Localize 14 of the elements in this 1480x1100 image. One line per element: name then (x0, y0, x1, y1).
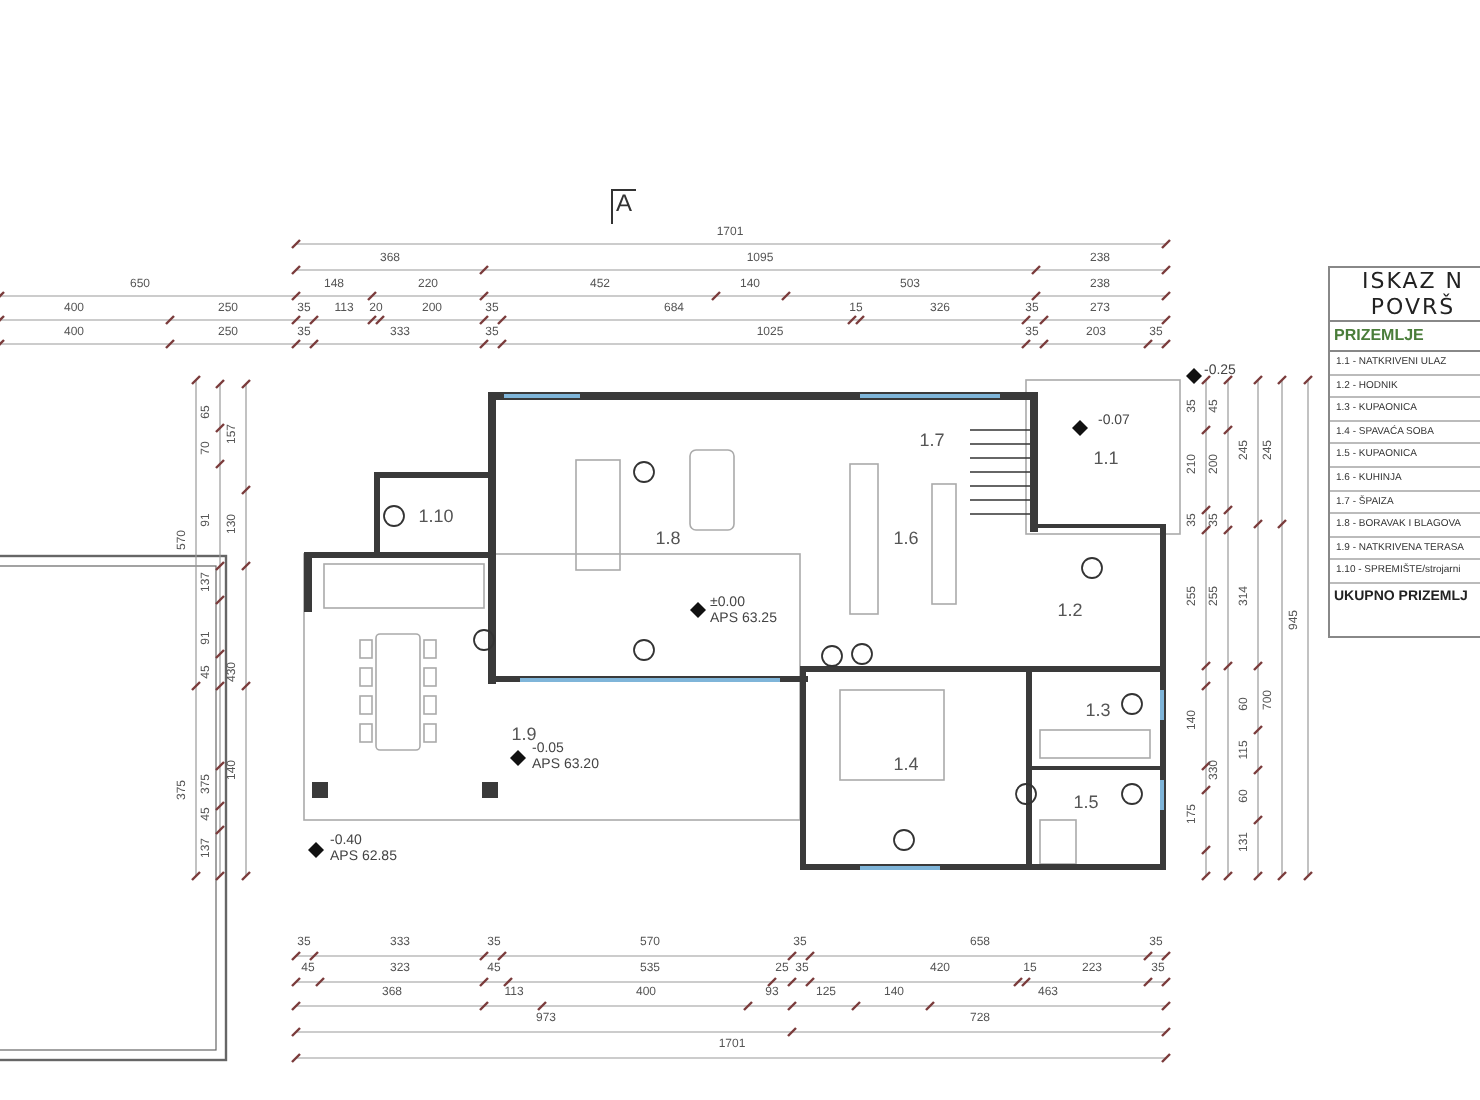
room-number: 1.5 (1073, 792, 1099, 812)
room-number: 1.2 (1057, 600, 1083, 620)
room-number: 1.8 (655, 528, 681, 548)
room-number: 1.7 (919, 430, 945, 450)
room-number: 1.4 (893, 754, 919, 774)
room-number: 1.9 (511, 724, 537, 744)
room-number: 1.10 (418, 506, 454, 526)
room-number: 1.3 (1085, 700, 1111, 720)
table-title: ISKAZ N (1359, 268, 1467, 294)
table-title: POVRŠ (1368, 294, 1458, 320)
section-letter: A (616, 191, 632, 217)
room-number: 1.6 (893, 528, 919, 548)
table-heading: PRIZEMLJE (1330, 320, 1480, 352)
room-number: 1.1 (1093, 448, 1119, 468)
